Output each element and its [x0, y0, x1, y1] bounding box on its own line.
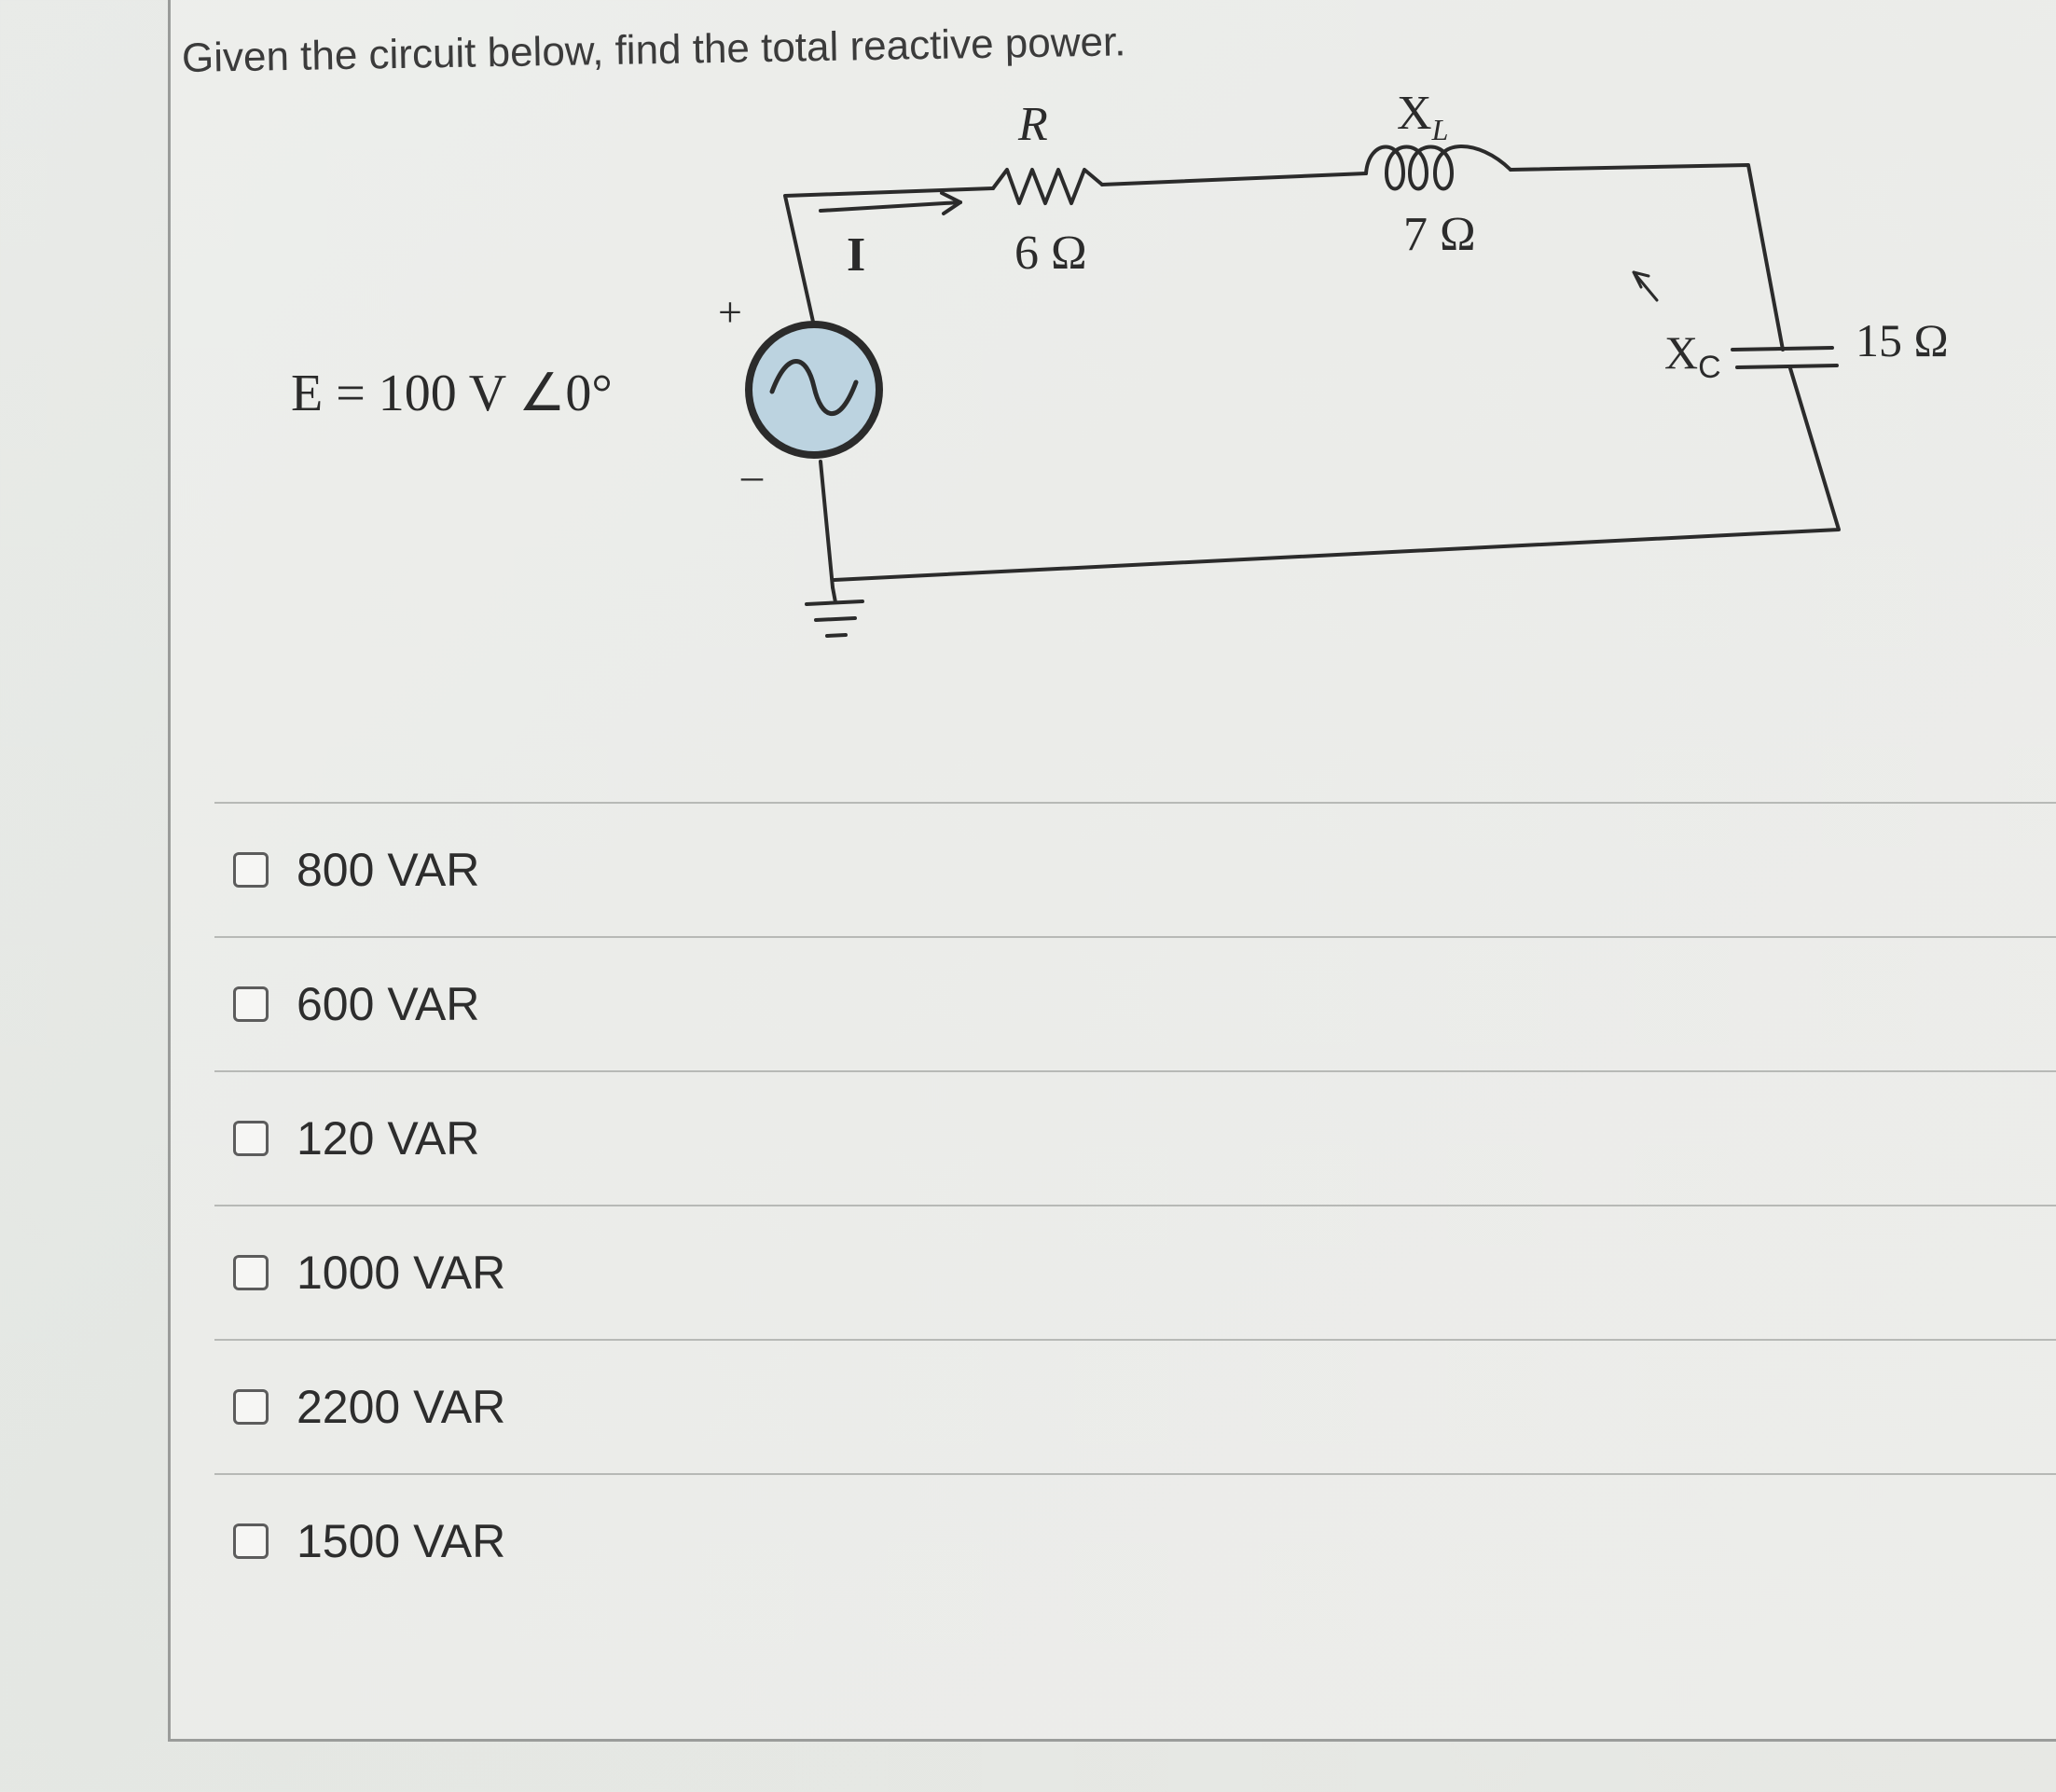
wire-top-right — [1509, 163, 1785, 352]
sine-wave-icon — [769, 359, 859, 416]
capacitor-plate-bottom — [1735, 364, 1839, 369]
question-panel — [168, 0, 2056, 1742]
inductor-label: XL — [1397, 87, 1448, 146]
option-600-var[interactable]: 600 VAR — [214, 936, 2056, 1070]
current-arrowhead — [940, 191, 962, 215]
ground-symbol — [805, 586, 864, 638]
inductor-value: 7 Ω — [1403, 208, 1476, 261]
option-label: 1500 VAR — [297, 1515, 506, 1567]
option-label: 800 VAR — [297, 844, 480, 896]
option-800-var[interactable]: 800 VAR — [214, 802, 2056, 936]
answer-options: 800 VAR 600 VAR 120 VAR 1000 VAR 2200 VA… — [214, 802, 2056, 1607]
checkbox[interactable] — [233, 1389, 269, 1425]
minus-sign: – — [740, 451, 764, 499]
source-label: E = 100 V ∠0° — [291, 365, 613, 422]
checkbox[interactable] — [233, 1523, 269, 1559]
capacitor-value: 15 Ω — [1856, 314, 1949, 366]
current-label: I — [847, 228, 865, 282]
inductor-symbol — [1364, 145, 1512, 191]
wire-top-mid — [1100, 172, 1368, 186]
checkbox[interactable] — [233, 986, 269, 1022]
wire-right-lower — [833, 366, 1841, 582]
option-label: 120 VAR — [297, 1112, 480, 1165]
option-1500-var[interactable]: 1500 VAR — [214, 1473, 2056, 1607]
capacitor-plate-top — [1731, 346, 1834, 352]
checkbox[interactable] — [233, 1255, 269, 1290]
option-label: 600 VAR — [297, 978, 480, 1030]
option-120-var[interactable]: 120 VAR — [214, 1070, 2056, 1205]
checkbox[interactable] — [233, 852, 269, 888]
resistor-label: R — [1017, 98, 1048, 151]
resistor-value: 6 Ω — [1014, 227, 1087, 280]
plus-sign: + — [718, 288, 742, 336]
resistor-symbol — [991, 168, 1104, 205]
checkbox[interactable] — [233, 1121, 269, 1156]
option-1000-var[interactable]: 1000 VAR — [214, 1205, 2056, 1339]
option-label: 2200 VAR — [297, 1381, 506, 1433]
option-2200-var[interactable]: 2200 VAR — [214, 1339, 2056, 1473]
cursor-arrow — [1632, 270, 1659, 302]
wire-top-left — [783, 186, 995, 324]
capacitor-label: XC — [1664, 326, 1721, 385]
current-arrow-line — [819, 200, 962, 213]
wire-source-bottom — [819, 460, 835, 589]
circuit-diagram: E = 100 V ∠0° + – I R 6 Ω XL 7 Ω XC 15 Ω — [291, 87, 1949, 638]
option-label: 1000 VAR — [297, 1247, 506, 1299]
